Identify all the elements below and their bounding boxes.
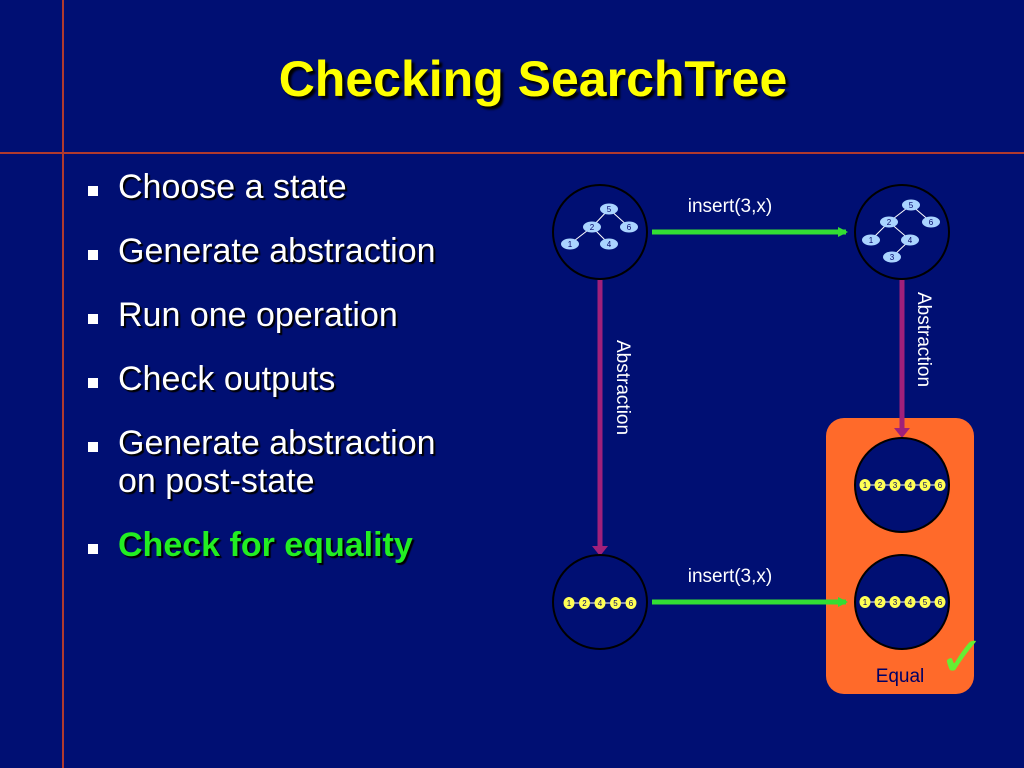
tree-node-label: 5 — [607, 205, 612, 214]
bullet-square-icon — [88, 250, 98, 260]
tree-node — [883, 251, 901, 263]
horizontal-divider — [0, 152, 1024, 154]
tree-node — [561, 238, 579, 250]
list-node-label: 2 — [878, 481, 883, 490]
right-abstraction-arrowhead — [894, 428, 910, 438]
list-node — [889, 596, 901, 608]
slide-title: Checking SearchTree — [278, 51, 788, 107]
pre-tree-nodes: 5 2 6 1 4 — [561, 203, 638, 250]
right-vertical-label: Abstraction — [913, 292, 934, 387]
tree-node-label: 5 — [909, 201, 914, 210]
list-node-label: 4 — [908, 598, 913, 607]
bullet-text: Generate abstraction — [118, 232, 436, 270]
tree-node-label: 6 — [929, 218, 934, 227]
list-node — [919, 596, 931, 608]
tree-node — [583, 221, 601, 233]
list-node — [874, 596, 886, 608]
tree-node-label: 2 — [887, 218, 892, 227]
tree-node-label: 1 — [869, 236, 874, 245]
bullet-text: Choose a state — [118, 168, 347, 206]
left-abstraction-arrowhead — [592, 546, 608, 556]
pre-state-tree-circle — [552, 184, 648, 280]
tree-node-label: 3 — [890, 253, 895, 262]
list-node-label: 2 — [878, 598, 883, 607]
bullet-text: Check outputs — [118, 360, 336, 398]
tree-node — [902, 199, 920, 211]
checkmark-icon: ✓ — [939, 625, 986, 688]
list-node — [904, 479, 916, 491]
bullet-list: Choose a state Generate abstraction Run … — [88, 168, 528, 590]
list-node — [904, 596, 916, 608]
list-node — [934, 479, 946, 491]
list-node — [563, 597, 575, 609]
list-node — [625, 597, 637, 609]
tree-node — [901, 234, 919, 246]
list-node — [859, 596, 871, 608]
list-node — [579, 597, 590, 609]
bottom-edge-label: insert(3,x) — [688, 566, 772, 587]
tree-node-label: 4 — [908, 236, 913, 245]
post-abstraction-list: 1 2 3 4 5 6 — [859, 479, 946, 491]
list-node-label: 6 — [938, 481, 943, 490]
list-node — [919, 479, 931, 491]
bullet-text-continued: on post-state — [118, 462, 315, 500]
bullet-item: Generate abstraction on post-state — [88, 424, 528, 500]
inserted-list: 1 2 3 4 5 6 — [859, 596, 946, 608]
tree-node — [880, 216, 898, 228]
list-node-label: 5 — [923, 598, 928, 607]
left-vertical-label: Abstraction — [612, 340, 633, 435]
bullet-square-icon — [88, 378, 98, 388]
list-node-label: 4 — [598, 599, 603, 608]
bullet-square-icon — [88, 314, 98, 324]
bullet-square-icon — [88, 544, 98, 554]
bullet-item: Generate abstraction — [88, 232, 528, 270]
tree-node — [600, 238, 618, 250]
bullet-text: Generate abstraction — [118, 424, 436, 462]
list-node — [889, 479, 901, 491]
list-node — [874, 479, 886, 491]
pre-abstraction-list: 1 2 4 5 6 — [563, 597, 637, 609]
list-node-label: 2 — [582, 599, 587, 608]
tree-node — [620, 221, 638, 233]
tree-node-label: 4 — [607, 240, 612, 249]
list-node-label: 5 — [923, 481, 928, 490]
bullet-item: Choose a state — [88, 168, 528, 206]
list-node-label: 6 — [938, 598, 943, 607]
tree-node-label: 6 — [627, 223, 632, 232]
list-node-label: 3 — [893, 481, 898, 490]
bullet-item-highlighted: Check for equality — [88, 526, 528, 564]
list-node-label: 1 — [567, 599, 572, 608]
equal-label: Equal — [876, 666, 925, 687]
bullet-item: Run one operation — [88, 296, 528, 334]
post-state-tree-circle — [854, 184, 950, 280]
tree-node — [862, 234, 880, 246]
list-node — [934, 596, 946, 608]
list-node-label: 4 — [908, 481, 913, 490]
tree-node-label: 1 — [568, 240, 573, 249]
list-node-label: 6 — [629, 599, 634, 608]
tree-node — [600, 203, 618, 215]
list-node — [610, 597, 621, 609]
tree-node — [922, 216, 940, 228]
top-edge-label: insert(3,x) — [688, 196, 772, 217]
bullet-text: Check for equality — [118, 526, 413, 564]
post-tree-nodes: 5 2 6 1 4 3 — [862, 199, 940, 263]
bullet-item: Check outputs — [88, 360, 528, 398]
list-node — [859, 479, 871, 491]
list-node-label: 3 — [893, 598, 898, 607]
bullet-square-icon — [88, 442, 98, 452]
list-node-label: 5 — [613, 599, 618, 608]
list-node-label: 1 — [863, 481, 868, 490]
list-node-label: 1 — [863, 598, 868, 607]
list-node — [594, 597, 606, 609]
tree-node-label: 2 — [590, 223, 595, 232]
bullet-square-icon — [88, 186, 98, 196]
vertical-divider — [62, 0, 64, 768]
bullet-text: Run one operation — [118, 296, 398, 334]
